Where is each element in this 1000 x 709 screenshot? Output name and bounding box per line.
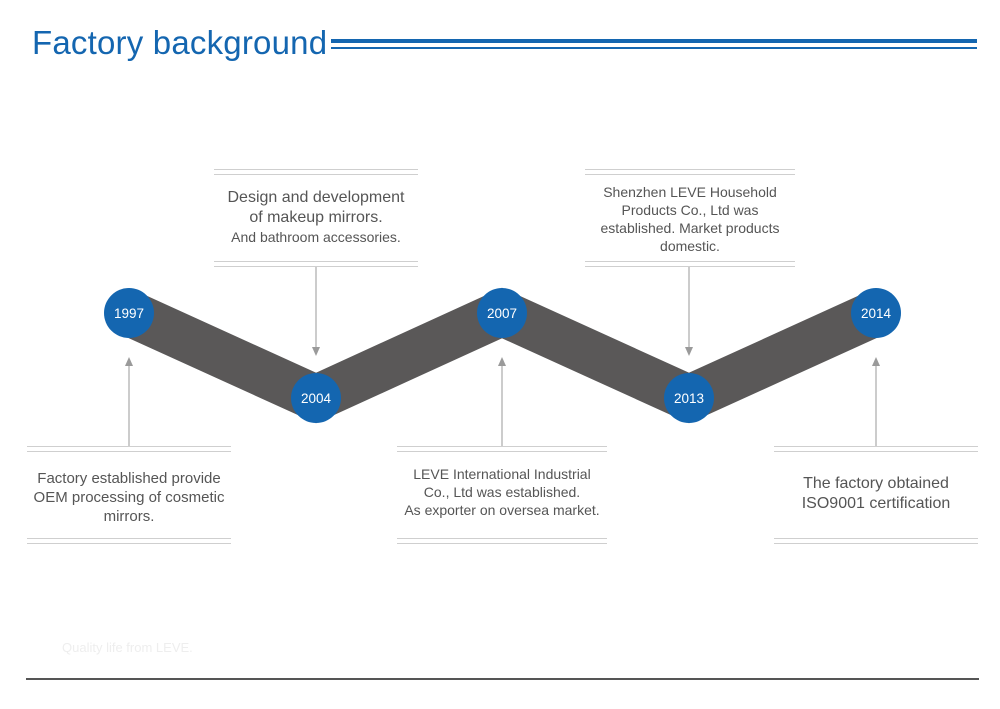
title-rule-thick [331, 39, 977, 43]
caption-2007-line-1: LEVE International Industrial [413, 466, 591, 482]
caption-2014-rule-top [774, 446, 978, 452]
caption-2007: LEVE International Industrial Co., Ltd w… [390, 465, 614, 519]
caption-1997: Factory established provide OEM processi… [20, 469, 238, 526]
caption-2014: The factory obtained ISO9001 certificati… [767, 474, 985, 514]
caption-2013: Shenzhen LEVE Household Products Co., Lt… [578, 183, 802, 255]
caption-2013-rule-top [585, 169, 795, 175]
node-year-1997: 1997 [114, 306, 144, 321]
node-2014: 2014 [851, 288, 901, 338]
caption-2013-rule-bottom [585, 261, 795, 267]
node-2007: 2007 [477, 288, 527, 338]
caption-1997-rule-bottom [27, 538, 231, 544]
page-title: Factory background [32, 24, 328, 61]
caption-2007-line-3: As exporter on oversea market. [404, 502, 600, 518]
footer-rule [26, 678, 979, 680]
caption-2004: Design and development of makeup mirrors… [207, 188, 425, 246]
caption-2004-rule-bottom [214, 261, 418, 267]
node-year-2007: 2007 [487, 306, 517, 321]
connector-2004 [312, 266, 320, 356]
caption-2007-rule-top [397, 446, 607, 452]
connector-2014 [872, 357, 880, 446]
node-2013: 2013 [664, 373, 714, 423]
caption-1997-line-2: OEM processing of cosmetic [33, 489, 225, 506]
caption-2014-line-1: The factory obtained [803, 475, 949, 492]
connector-2007 [498, 357, 506, 446]
caption-2007-rule-bottom [397, 538, 607, 544]
caption-2013-line-4: domestic. [660, 238, 720, 254]
caption-2014-line-2: ISO9001 certification [801, 495, 951, 512]
caption-1997-rule-top [27, 446, 231, 452]
caption-2004-line-1: Design and development [227, 189, 405, 206]
caption-2014-rule-bottom [774, 538, 978, 544]
caption-2013-line-3: established. Market products [600, 220, 780, 236]
caption-1997-line-1: Factory established provide [37, 470, 221, 487]
node-2004: 2004 [291, 373, 341, 423]
connector-2013 [685, 266, 693, 356]
caption-2004-line-3: And bathroom accessories. [231, 229, 401, 245]
caption-2004-line-2: of makeup mirrors. [249, 209, 383, 226]
caption-2007-line-2: Co., Ltd was established. [423, 484, 581, 500]
node-year-2004: 2004 [301, 391, 332, 406]
caption-2013-line-1: Shenzhen LEVE Household [603, 184, 777, 200]
node-1997: 1997 [104, 288, 154, 338]
connector-1997 [125, 357, 133, 446]
footer-tagline: Quality life from LEVE. [62, 640, 193, 655]
caption-2004-rule-top [214, 169, 418, 175]
title-rule-thin [331, 47, 977, 49]
caption-1997-line-3: mirrors. [103, 508, 155, 525]
node-year-2014: 2014 [861, 306, 892, 321]
caption-2013-line-2: Products Co., Ltd was [621, 202, 759, 218]
node-year-2013: 2013 [674, 391, 704, 406]
